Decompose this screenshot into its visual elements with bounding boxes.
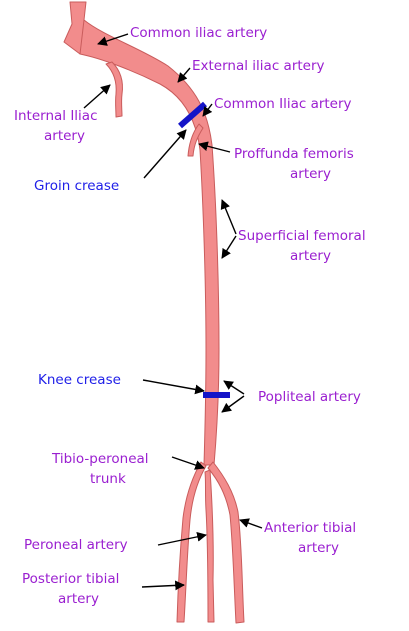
label-peroneal: Peroneal artery — [24, 537, 128, 553]
leader-popliteal-b — [222, 396, 244, 412]
label-internal-iliac-line1: Internal Iliac — [14, 108, 98, 124]
label-common-iliac-2: Common Iliac artery — [214, 96, 352, 112]
label-anterior-tibial-line2: artery — [298, 540, 339, 556]
label-posterior-tibial-line2: artery — [58, 591, 99, 607]
label-knee-crease: Knee crease — [38, 372, 121, 388]
label-common-iliac-top: Common iliac artery — [130, 25, 267, 41]
label-anterior-tibial-line1: Anterior tibial — [264, 520, 356, 536]
leader-superficial-femoral-a — [222, 200, 236, 234]
label-profunda-line2: artery — [290, 166, 331, 182]
label-posterior-tibial-line1: Posterior tibial — [22, 571, 119, 587]
label-internal-iliac-line2: artery — [44, 128, 85, 144]
leader-knee-crease — [143, 380, 204, 391]
label-popliteal: Popliteal artery — [258, 389, 361, 405]
leader-posterior-tibial — [142, 585, 184, 587]
leader-external-iliac — [178, 68, 190, 82]
landmark-labels: Groin crease Knee crease — [34, 178, 121, 388]
main-artery-trunk — [80, 20, 219, 465]
label-external-iliac: External iliac artery — [192, 58, 325, 74]
leader-groin-crease — [144, 130, 186, 178]
label-superficial-femoral-line2: artery — [290, 248, 331, 264]
leader-superficial-femoral-b — [222, 236, 236, 258]
label-tibio-peroneal-line2: trunk — [90, 471, 126, 487]
leader-tibio-peroneal — [172, 457, 204, 468]
label-superficial-femoral-line1: Superficial femoral — [238, 228, 366, 244]
label-profunda-line1: Proffunda femoris — [234, 146, 354, 162]
posterior-tibial-branch — [177, 462, 206, 622]
label-tibio-peroneal-line1: Tibio-peroneal — [51, 451, 149, 467]
label-groin-crease: Groin crease — [34, 178, 119, 194]
leader-anterior-tibial — [240, 520, 262, 528]
leader-internal-iliac — [84, 85, 110, 108]
internal-iliac-branch — [106, 62, 123, 117]
peroneal-branch — [205, 470, 214, 622]
